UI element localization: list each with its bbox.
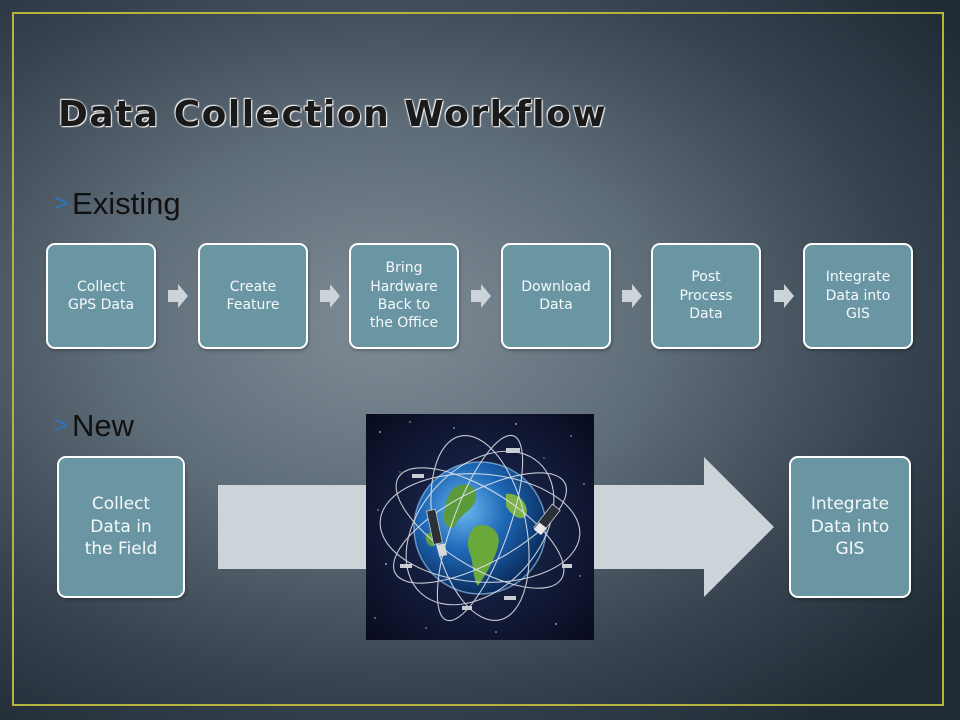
step-post-process-data: Post Process Data — [651, 243, 761, 349]
step-label-line: Integrate — [810, 494, 890, 515]
step-collect-gps-data: Collect GPS Data — [46, 243, 156, 349]
bullet-new: > New — [54, 408, 134, 444]
step-label-line: Hardware — [370, 278, 438, 295]
step-integrate-data-gis: Integrate Data into GIS — [803, 243, 913, 349]
step-label-line: Back to — [377, 297, 431, 313]
arrow-right-icon — [168, 284, 188, 308]
step-label-line: GIS — [846, 306, 870, 323]
bullet-new-label: New — [72, 408, 135, 443]
step-label-line: the Office — [369, 315, 439, 332]
bullet-existing: > Existing — [54, 186, 181, 222]
step-label-line: Download — [521, 278, 591, 295]
step-label-line: Data into — [810, 516, 890, 537]
step-label-line: Create — [229, 278, 277, 295]
step-label-line: Collect — [91, 494, 151, 515]
step-label-line: Data — [689, 306, 723, 323]
arrow-right-icon — [622, 284, 642, 308]
arrow-right-icon — [774, 284, 794, 308]
bullet-marker: > — [54, 190, 69, 217]
gps-satellite-globe-image — [366, 414, 594, 640]
step-collect-data-in-field: Collect Data in the Field — [57, 456, 185, 598]
arrow-right-icon — [471, 284, 491, 308]
step-bring-hardware-back: Bring Hardware Back to the Office — [349, 243, 459, 349]
step-label-line: Collect — [77, 278, 125, 295]
step-label-line: Feature — [226, 297, 280, 313]
slide-frame — [12, 12, 944, 706]
step-label-line: Process — [679, 287, 733, 304]
step-label-line: the Field — [84, 539, 158, 560]
step-label-line: GPS Data — [67, 297, 135, 313]
step-download-data: Download Data — [501, 243, 611, 349]
step-create-feature: Create Feature — [198, 243, 308, 349]
step-label-line: Post — [691, 269, 721, 286]
step-label-line: GIS — [835, 539, 865, 560]
step-label-line: Bring — [385, 260, 423, 277]
step-integrate-data-gis-new: Integrate Data into GIS — [789, 456, 911, 598]
step-label-line: Integrate — [825, 269, 891, 286]
slide-title: Data Collection Workflow — [58, 94, 608, 135]
bullet-marker: > — [54, 412, 69, 439]
step-label-line: Data into — [825, 287, 891, 304]
bullet-existing-label: Existing — [72, 186, 181, 221]
arrow-right-icon — [320, 284, 340, 308]
step-label-line: Data — [539, 297, 573, 313]
step-label-line: Data in — [90, 516, 152, 537]
